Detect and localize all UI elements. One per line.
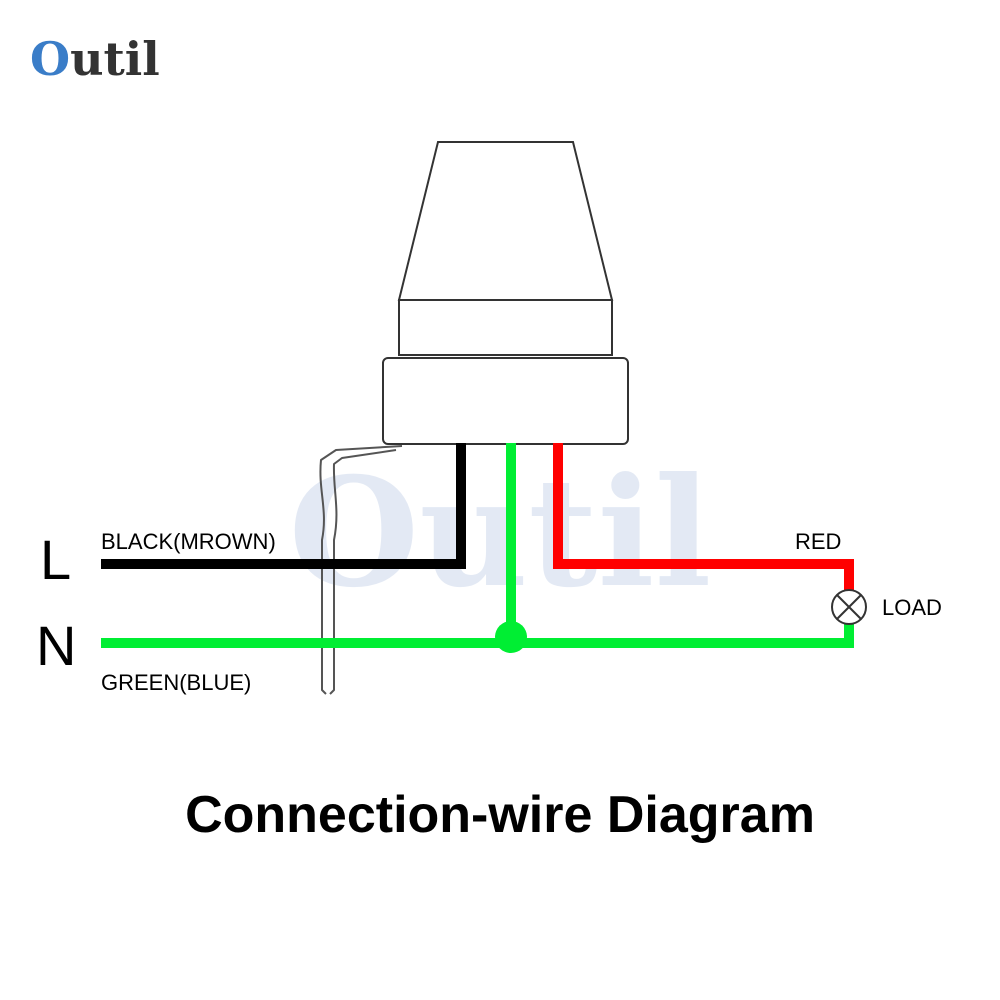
watermark: Outil	[289, 445, 712, 621]
black-wire-label: BLACK(MROWN)	[101, 529, 276, 554]
mounting-bracket-icon	[319, 445, 403, 695]
sensor-collar	[398, 299, 613, 356]
watermark-text: Outil	[289, 445, 712, 621]
diagram-caption: Connection-wire Diagram	[185, 786, 815, 844]
bracket-inner	[329, 449, 397, 695]
terminal-n-label: N	[36, 614, 76, 677]
lamp-cross-b	[836, 594, 862, 620]
brand-logo: Outil	[30, 32, 160, 86]
green-wire-label: GREEN(BLUE)	[101, 670, 251, 695]
red-wire	[553, 443, 854, 590]
load-label: LOAD	[882, 595, 942, 620]
red-wire-label: RED	[795, 529, 841, 554]
logo-letters-util: util	[70, 32, 160, 86]
photocell-sensor-icon	[382, 141, 629, 445]
black-wire	[101, 443, 466, 569]
green-wire-neutral	[101, 624, 854, 648]
logo-letter-o: O	[30, 32, 70, 86]
svg-text:Outil: Outil	[30, 32, 160, 86]
bracket-outer	[319, 445, 403, 695]
lamp-load-icon	[831, 589, 867, 625]
sensor-dome	[397, 141, 614, 301]
junction-dot	[495, 621, 527, 653]
sensor-base	[382, 357, 629, 445]
terminal-l-label: L	[40, 528, 71, 591]
